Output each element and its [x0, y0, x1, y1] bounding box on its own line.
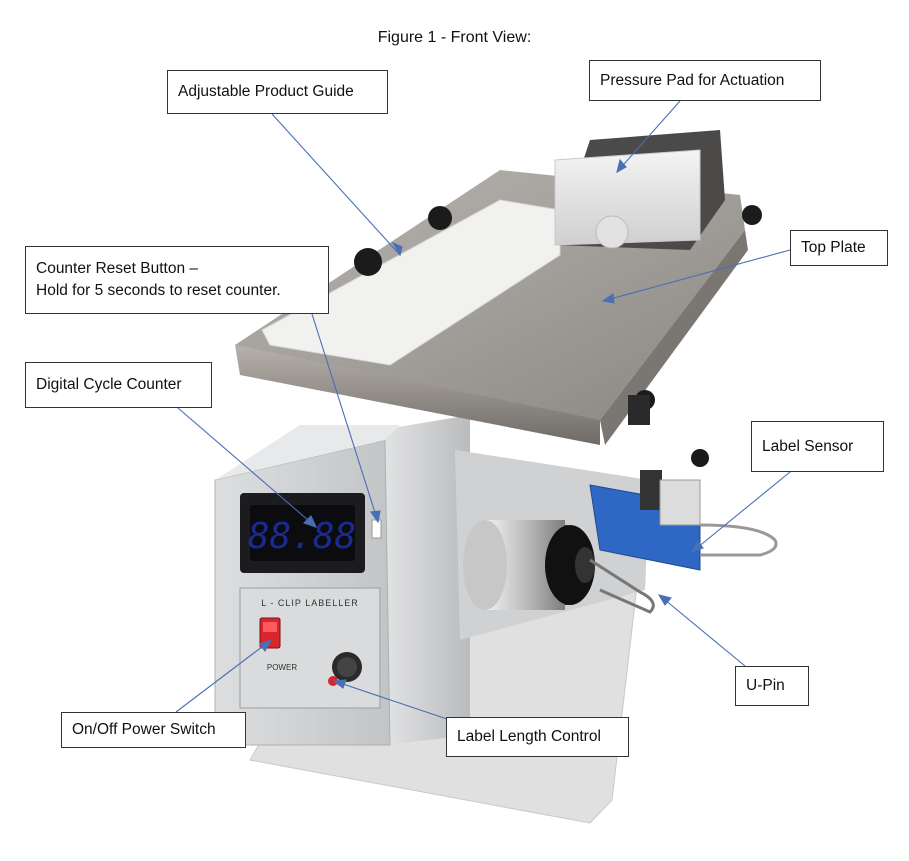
leader-pressure-pad [616, 100, 681, 173]
leader-counter-reset [311, 313, 379, 523]
callout-u-pin: U-Pin [735, 666, 809, 706]
leader-label-sensor [691, 471, 791, 553]
counter-digits: 88.88 [248, 516, 356, 557]
rear-pillar [380, 415, 470, 745]
leader-lines [175, 100, 791, 721]
guide-knob-2 [428, 206, 452, 230]
callout-digital-cycle-counter: Digital Cycle Counter [25, 362, 212, 408]
callout-on-off-power-switch: On/Off Power Switch [61, 712, 246, 748]
brand-label: L - CLIP LABELLER [261, 598, 359, 608]
leader-digital-counter [177, 407, 317, 528]
leader-u-pin [658, 594, 746, 667]
top-plate-front-edge [235, 345, 600, 445]
power-label: POWER [267, 663, 297, 672]
callout-pressure-pad: Pressure Pad for Actuation [589, 60, 821, 101]
figure-title: Figure 1 - Front View: [377, 29, 532, 46]
leader-power-switch [175, 639, 272, 713]
callout-counter-reset-button: Counter Reset Button – Hold for 5 second… [25, 246, 329, 314]
leader-top-plate [602, 249, 791, 302]
leader-product-guide [271, 113, 401, 256]
u-pin-wire [589, 558, 655, 614]
leader-length-control [333, 680, 451, 721]
product-guide [261, 199, 561, 366]
control-housing-top [215, 425, 400, 480]
callout-label-sensor: Label Sensor [751, 421, 884, 472]
callout-adjustable-product-guide: Adjustable Product Guide [167, 70, 388, 114]
pressure-pad [554, 149, 701, 246]
counter-reset-button [371, 519, 382, 539]
guide-knob-1 [354, 248, 382, 276]
callout-label-length-control: Label Length Control [446, 717, 629, 757]
callout-top-plate: Top Plate [790, 230, 888, 266]
